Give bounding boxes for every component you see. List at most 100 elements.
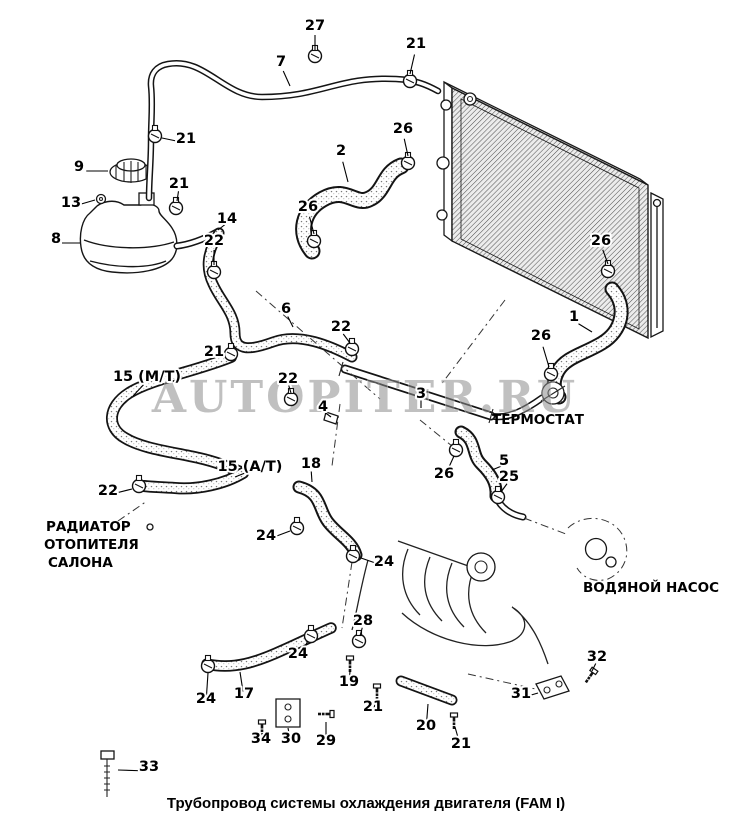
callout-34: 34	[251, 731, 271, 747]
callout-30: 30	[281, 731, 301, 747]
heater-radiator-label-line3: САЛОНА	[48, 555, 113, 571]
hose-6-fill	[208, 233, 352, 357]
radiator-core	[451, 86, 649, 340]
callout-13: 13	[61, 195, 81, 211]
clamp-icon	[168, 196, 184, 216]
small-cap-13-center	[98, 196, 104, 202]
callout-32: 32	[587, 649, 607, 665]
heater-radiator-label-line2: ОТОПИТЕЛЯ	[44, 537, 139, 553]
radiator-fitting-low	[436, 209, 448, 221]
rod-20-fill	[401, 681, 452, 700]
callout-26: 26	[591, 233, 611, 249]
clamp-icon	[448, 438, 464, 458]
callout-26: 26	[531, 328, 551, 344]
callout-26: 26	[434, 466, 454, 482]
callout-21: 21	[176, 131, 196, 147]
clamp-icon	[289, 516, 305, 536]
construction-lines	[117, 290, 567, 691]
radiator-cap	[463, 92, 477, 106]
leader-line	[591, 663, 597, 672]
leader-line	[403, 138, 409, 157]
pump-pulley	[584, 537, 608, 561]
bolt-icon	[316, 709, 336, 719]
callout-6: 6	[281, 301, 291, 317]
leader-line	[234, 471, 247, 478]
callout-21: 21	[406, 36, 426, 52]
leader-line	[348, 670, 351, 683]
leader-line	[491, 465, 502, 471]
callout-22: 22	[204, 233, 224, 249]
bolt-icon	[372, 682, 382, 702]
throttle-center	[474, 560, 488, 574]
clamp-icon	[131, 474, 147, 494]
water-pump-label: ВОДЯНОЙ НАСОС	[583, 579, 719, 596]
hose-5-fill	[461, 432, 496, 496]
callout-14: 14	[217, 211, 237, 227]
hose-5	[461, 432, 496, 496]
callout-24: 24	[196, 691, 216, 707]
callout-8: 8	[51, 231, 61, 247]
callout-19: 19	[339, 674, 359, 690]
leader-line	[542, 346, 550, 368]
leader-line	[176, 191, 180, 202]
bolt-icon	[449, 711, 459, 731]
water-pump	[567, 517, 628, 581]
callout-33: 33	[139, 759, 159, 775]
bolt-33-head	[100, 750, 115, 760]
leader-line	[300, 640, 309, 655]
callout-9: 9	[74, 159, 84, 175]
leader-line	[602, 249, 609, 265]
callout-18: 18	[301, 456, 321, 472]
callout-21: 21	[169, 176, 189, 192]
radiator-fitting-mid	[436, 156, 450, 170]
callout-26: 26	[298, 199, 318, 215]
leader-line	[359, 627, 363, 637]
diagram-caption: Трубопровод системы охлаждения двигателя…	[167, 795, 565, 812]
radiator-fitting-top	[440, 99, 452, 111]
leader-line	[117, 769, 142, 772]
clamp-icon	[200, 654, 216, 674]
clamp-icon	[344, 337, 360, 357]
thermostat-housing	[540, 381, 566, 405]
leader-line	[132, 384, 144, 397]
callout-24: 24	[256, 528, 276, 544]
leader-line	[205, 672, 209, 696]
radiator	[436, 80, 664, 340]
bracket-30	[275, 698, 301, 728]
thermostat-label: ТЕРМОСТАТ	[492, 412, 585, 428]
mount-hardware	[100, 675, 570, 797]
leader-line	[217, 224, 226, 231]
leader-line	[342, 161, 349, 183]
bracket-30-hole-2	[284, 715, 292, 723]
text-labels: РАДИАТОР ОТОПИТЕЛЯ САЛОНА ТЕРМОСТАТ ВОДЯ…	[44, 412, 719, 596]
leader-line	[287, 727, 291, 740]
watermark: AUTOPITER.RU	[151, 372, 578, 423]
thermostat-center	[547, 387, 559, 399]
callout-3: 3	[416, 386, 426, 402]
bracket-31-hole-1	[543, 686, 551, 694]
callout-4: 4	[318, 399, 328, 415]
callout-22: 22	[331, 319, 351, 335]
callout-5: 5	[499, 453, 509, 469]
hose-6	[208, 233, 352, 357]
leader-line	[578, 323, 593, 333]
bolt-33-shaft	[104, 759, 110, 797]
small-cap-13	[95, 193, 107, 205]
leader-line	[360, 557, 379, 565]
water-pump-outline	[567, 517, 628, 581]
tank-body	[79, 200, 178, 274]
clamp-icon	[351, 629, 367, 649]
callout-17: 17	[234, 686, 254, 702]
leader-line	[445, 455, 455, 473]
radiator-side-bracket	[650, 191, 664, 339]
bracket-31-hole-2	[555, 680, 563, 688]
callout-22: 22	[98, 483, 118, 499]
throttle-body	[466, 552, 496, 582]
leader-line	[282, 70, 291, 87]
callout-22: 22	[278, 371, 298, 387]
callout-29: 29	[316, 733, 336, 749]
callout-15 (A/T): 15 (A/T)	[218, 459, 283, 475]
engine-manifold	[351, 540, 549, 665]
leader-line	[76, 199, 96, 206]
